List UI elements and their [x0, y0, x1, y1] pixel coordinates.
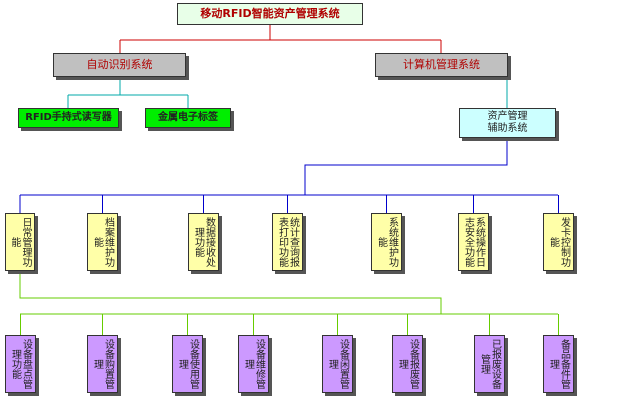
daily-item-label: 设备使用管理 — [176, 339, 199, 389]
function-node: 统计查询报表打印功能 — [272, 213, 303, 271]
daily-item-node: 设备维修管理 — [238, 335, 269, 393]
root-label: 移动RFID智能资产管理系统 — [200, 7, 340, 21]
asset-aux-label: 资产管理 辅助系统 — [487, 111, 528, 134]
metal-tag-node: 金属电子标签 — [145, 108, 231, 128]
daily-item-node: 设备盘点管理功能 — [5, 335, 36, 393]
computer-mgmt-label: 计算机管理系统 — [403, 58, 480, 72]
daily-item-node: 备品备件管理 — [543, 335, 574, 393]
daily-item-label: 备品备件管理 — [547, 339, 570, 389]
daily-item-node: 设备购置管理 — [87, 335, 118, 393]
rfid-reader-label: RFID手持式读写器 — [25, 112, 112, 123]
function-node: 系统维护功能 — [371, 213, 402, 271]
computer-mgmt-node: 计算机管理系统 — [375, 53, 508, 77]
daily-item-label: 设备闲置管理 — [326, 339, 349, 389]
daily-item-label: 设备购置管理 — [91, 339, 114, 389]
auto-id-node: 自动识别系统 — [53, 53, 186, 77]
daily-item-label: 设备盘点管理功能 — [9, 339, 32, 389]
asset-aux-node: 资产管理 辅助系统 — [459, 108, 556, 138]
function-node: 发卡控制功能 — [543, 213, 574, 271]
function-node: 档案维护功能 — [87, 213, 118, 271]
function-node: 日常管理功能 — [5, 213, 35, 271]
function-label: 系统维护功能 — [375, 217, 398, 267]
daily-item-node: 设备使用管理 — [172, 335, 203, 393]
aux-down — [304, 138, 508, 195]
function-node: 数据接收处理功能 — [188, 213, 219, 271]
auto-id-label: 自动识别系统 — [86, 58, 153, 72]
daily-down — [19, 271, 442, 314]
function-label: 日常管理功能 — [9, 217, 31, 267]
daily-item-label: 设备维修管理 — [242, 339, 265, 389]
function-label: 数据接收处理功能 — [192, 217, 215, 267]
daily-item-node: 设备报废管理 — [392, 335, 423, 393]
function-node: 系统操作日志安全功能 — [458, 213, 489, 271]
function-label: 系统操作日志安全功能 — [462, 217, 485, 267]
daily-item-node: 设备闲置管理 — [322, 335, 353, 393]
daily-item-label: 已报废设备管理 — [478, 339, 501, 389]
rfid-reader-node: RFID手持式读写器 — [18, 108, 119, 128]
daily-item-node: 已报废设备管理 — [474, 335, 505, 393]
function-label: 发卡控制功能 — [547, 217, 570, 267]
daily-item-label: 设备报废管理 — [396, 339, 419, 389]
root-node: 移动RFID智能资产管理系统 — [177, 3, 363, 25]
metal-tag-label: 金属电子标签 — [158, 112, 218, 123]
function-label: 统计查询报表打印功能 — [276, 217, 299, 267]
function-label: 档案维护功能 — [91, 217, 114, 267]
